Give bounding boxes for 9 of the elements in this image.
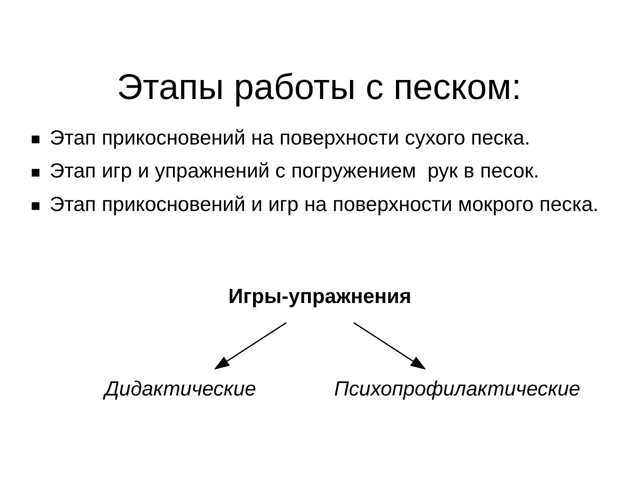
node-text: Дидактические: [104, 377, 256, 400]
arrow: [214, 322, 286, 370]
arrow: [354, 322, 426, 370]
node-text: Психопрофилактические: [334, 377, 580, 400]
diagram-title: Этапы работы с песком:: [116, 66, 522, 107]
label: Этап прикосновений и игр на поверхности мокрого песка.: [50, 192, 599, 216]
label: Этап игр и упражнений с погружением рук в песок.: [50, 160, 540, 183]
node-text: Игры-упражнения: [228, 285, 412, 308]
label: Этап прикосновений на поверхности сухого песка.: [50, 126, 530, 150]
